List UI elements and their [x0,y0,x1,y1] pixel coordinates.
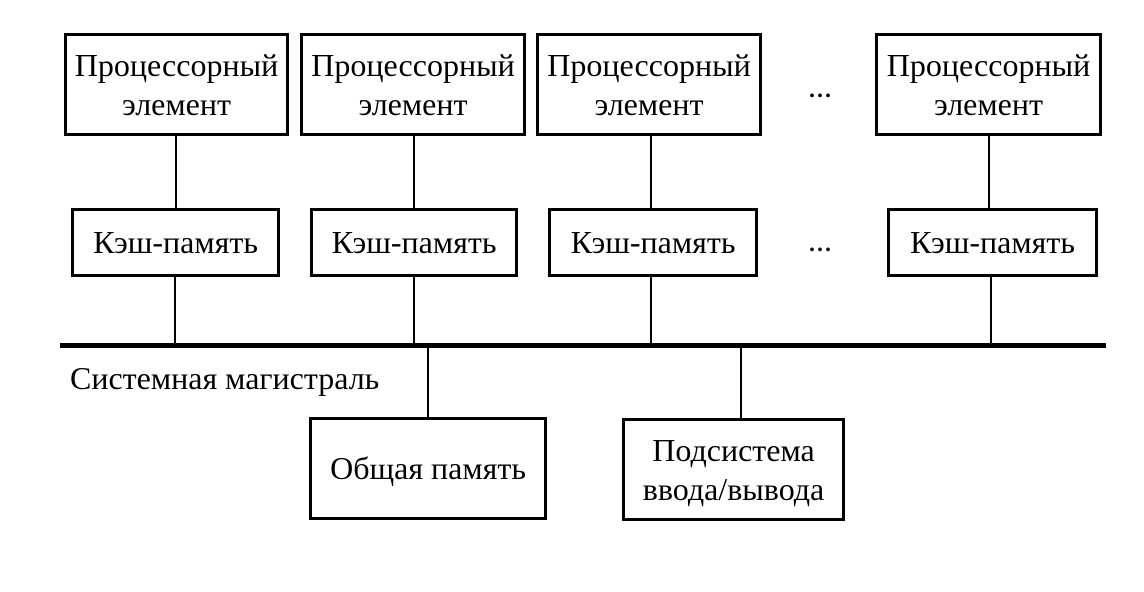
cache-memory-label-1: Кэш-память [93,224,258,260]
connector-processor4-cache4 [988,136,990,208]
connector-cache3-bus [650,277,652,345]
connector-cache4-bus [990,277,992,345]
io-subsystem-box: Подсистема ввода/вывода [622,418,845,521]
cache-memory-box-4: Кэш-память [887,208,1098,277]
processor-element-label-3: Процессорный элемент [547,46,751,122]
shared-memory-box: Общая память [309,417,547,520]
system-bus-label: Системная магистраль [70,360,380,396]
connector-processor2-cache2 [413,136,415,209]
cache-memory-label-3: Кэш-память [570,224,736,260]
cache-memory-box-1: Кэш-память [71,208,280,277]
cache-memory-label-2: Кэш-память [331,224,497,260]
cache-memory-box-2: Кэш-память [310,208,518,277]
io-subsystem-label-line1: Подсистема [652,431,815,468]
processor-element-box-2: Процессорный элемент [300,33,526,136]
processor-element-label-1: Процессорный элемент [74,46,279,122]
processor-element-box-3: Процессорный элемент [536,33,762,136]
processor-element-box-4: Процессорный элемент [875,33,1102,136]
processor-element-label-2: Процессорный элемент [311,46,515,122]
connector-bus-io-subsystem [740,348,742,418]
connector-bus-shared-memory [427,348,429,417]
cache-memory-box-3: Кэш-память [548,208,758,277]
io-subsystem-label-line2: ввода/вывода [642,470,825,507]
processor-element-label-4: Процессорный элемент [886,46,1091,122]
shared-memory-label: Общая память [330,450,526,486]
connector-cache2-bus [413,277,415,345]
system-bus-line [60,343,1106,348]
processor-row-ellipsis: ... [808,68,832,104]
connector-cache1-bus [174,277,176,345]
connector-processor1-cache1 [175,136,177,209]
io-subsystem-label: Подсистема ввода/вывода [643,431,825,509]
connector-processor3-cache3 [650,136,652,209]
cache-memory-label-4: Кэш-память [910,224,1075,260]
cache-row-ellipsis: ... [808,222,832,258]
processor-element-box-1: Процессорный элемент [64,33,289,136]
